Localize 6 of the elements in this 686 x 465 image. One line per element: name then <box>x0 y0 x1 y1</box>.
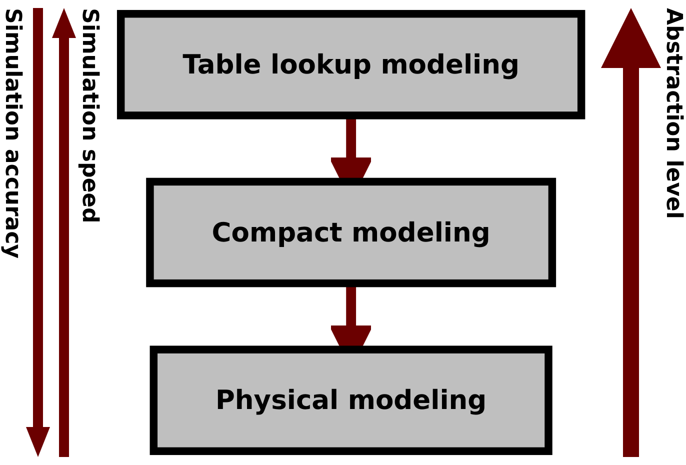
node-box: Compact modeling <box>146 178 556 288</box>
node-box: Physical modeling <box>150 346 553 456</box>
axis-label: Simulation accuracy <box>0 8 25 259</box>
axis-label: Simulation speed <box>77 8 102 224</box>
node-box: Table lookup modeling <box>117 10 586 120</box>
axis-label: Abstraction level <box>661 8 686 219</box>
